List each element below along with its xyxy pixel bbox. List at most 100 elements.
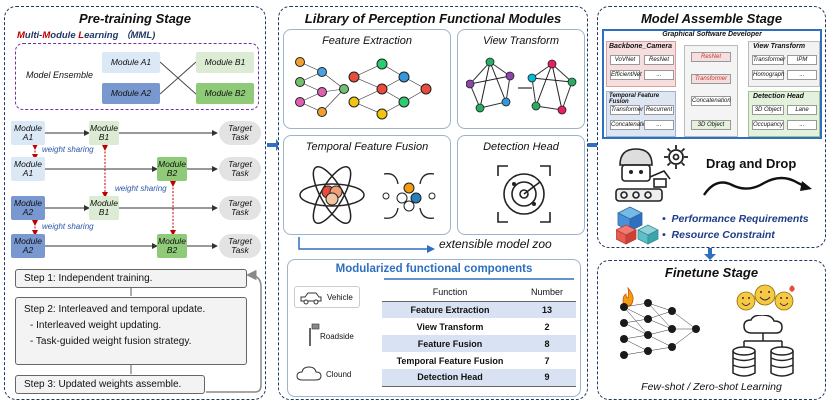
components-box: Modularized functional components Vehicl… [287,259,581,397]
library-title: Library of Perception Functional Modules [304,11,562,26]
finetune-panel: Finetune Stage [597,260,826,400]
row3-module-b1: Module B1 [89,196,119,220]
gui-backbone-label: Backbone_Camera [609,43,673,50]
bullet-icon: • [662,213,672,225]
fusion-particles-icon [382,173,436,219]
gui-item-transformer: Transformer [752,55,786,65]
detection-head-card: Detection Head [457,135,585,235]
weight-sharing-label-1: weight sharing [42,145,94,154]
table-cell-number: 8 [544,338,550,349]
finetune-caption: Few-shot / Zero-shot Learning [641,381,782,393]
ensemble-module-b1: Module B1 [196,52,254,73]
weight-sharing-label-3: weight sharing [42,222,94,231]
requirement-resource-text: Resource Constraint [671,229,775,241]
neural-network-icon [295,57,432,120]
gui-det-label: Detection Head [753,93,804,100]
gui-item-homograph: Homograph [752,70,785,80]
requirement-performance: • Performance Requirements [662,213,809,225]
pretraining-flow-arrows [32,130,262,393]
step-1-text: Step 1: Independent training. [24,273,153,284]
components-table: Function Number Feature Extraction 13 Vi… [382,284,576,387]
zoo-bracket [298,237,435,253]
step-2-box: Step 2: Interleaved and temporal update.… [15,297,247,365]
gui-item-more: ... [787,120,817,130]
table-header-function: Function [382,284,518,302]
ensemble-module-b2: Module B2 [196,83,254,104]
gui-developer-title: Graphical Software Developer [662,31,762,38]
mml-letter-m2: M [42,30,51,41]
feature-extraction-title: Feature Extraction [322,35,412,47]
gui-temporal-group: Temporal Feature Fusion Transformer Recu… [606,91,676,137]
row4-module-b2: Module B2 [157,234,187,258]
gui-item-concatenation: Concatenation [610,120,650,130]
row3-target-task: Target Task [219,196,261,220]
platform-cloud-label: Clound [326,370,352,379]
gui-pipeline: ResNet Transformer Concatenation 3D Obje… [684,45,738,137]
car-icon [300,292,322,305]
pretraining-panel: Pre-training Stage Multi-Module Learning… [4,6,266,400]
table-cell-function: Temporal Feature Fusion [396,355,504,366]
table-cell-function: Feature Extraction [410,304,490,315]
gui-item-recurrent: Recurrent [644,105,674,115]
gui-item-occupancy: Occupancy [752,120,784,130]
row2-target-task: Target Task [219,157,261,181]
assemble-panel: Model Assemble Stage Graphical Software … [597,6,826,248]
gui-item-resnet: ResNet [644,55,674,65]
mml-letter-m1: M [17,30,25,41]
table-header-number: Number [518,284,576,302]
roadside-camera-icon [309,323,320,346]
gui-pipeline-3d-object: 3D Object [691,120,731,130]
model-zoo-label: extensible model zoo [439,237,552,251]
radar-target-icon [497,165,551,223]
row1-target-task: Target Task [219,121,261,145]
bullet-icon: • [662,229,672,241]
table-row: View Transform 2 [382,318,576,335]
platform-roadside-label: Roadside [320,332,354,341]
row1-module-b1: Module B1 [89,121,119,145]
cloud-icon [296,366,322,381]
step-1-box: Step 1: Independent training. [15,269,247,288]
table-cell-function: View Transform [416,321,484,332]
row1-module-a1: Module A1 [11,121,45,145]
gear-icon [664,145,688,169]
gui-item-more: ... [644,120,674,130]
table-row: Detection Head 9 [382,369,576,387]
requirement-performance-text: Performance Requirements [671,213,809,225]
finetune-title: Finetune Stage [664,265,759,280]
flame-icon [622,287,634,307]
cloud-database-icon [732,315,794,377]
finetune-network-icon [620,299,700,359]
atom-icon [299,165,365,225]
row4-module-a2: Module A2 [11,234,45,258]
gui-item-ipm: IPM [787,55,817,65]
pretraining-title: Pre-training Stage [79,11,191,26]
gui-developer-window: Graphical Software Developer Backbone_Ca… [602,29,822,139]
ensemble-module-a1: Module A1 [102,52,160,73]
mml-letter-l: L [78,30,85,41]
components-title: Modularized functional components [335,263,533,275]
platform-vehicle-label: Vehicle [327,293,353,302]
row3-module-a2: Module A2 [11,196,45,220]
model-ensemble-label: Model Ensemble [26,70,94,80]
table-cell-number: 2 [544,321,550,332]
drag-wave-arrow [703,176,812,196]
components-underline [384,278,574,280]
gui-item-more: ... [787,70,817,80]
requirement-resource: • Resource Constraint [662,229,775,241]
row2-module-b2: Module B2 [157,157,187,181]
gui-backbone-group: Backbone_Camera VoVNet ResNet EfficientN… [606,41,676,87]
gui-pipeline-resnet: ResNet [691,52,731,62]
gui-pipeline-concatenation: Concatenation [691,96,731,106]
robot-arm-icon [615,148,671,202]
emoji-faces-icon [736,284,795,311]
step-down-arrows [130,288,132,374]
temporal-fusion-card: Temporal Feature Fusion [283,135,451,235]
table-row: Feature Fusion 8 [382,335,576,352]
mml-label: Multi-Module Learning （MML) [17,27,155,41]
table-cell-number: 13 [541,304,552,315]
ensemble-module-a2: Module A2 [102,83,160,104]
table-row: Temporal Feature Fusion 7 [382,352,576,369]
model-ensemble-box: Model Ensemble Module A1 Module B1 Modul… [15,43,259,110]
step-2-point-a: - Interleaved weight updating. [30,320,162,331]
step-2-text: Step 2: Interleaved and temporal update. [24,304,206,315]
